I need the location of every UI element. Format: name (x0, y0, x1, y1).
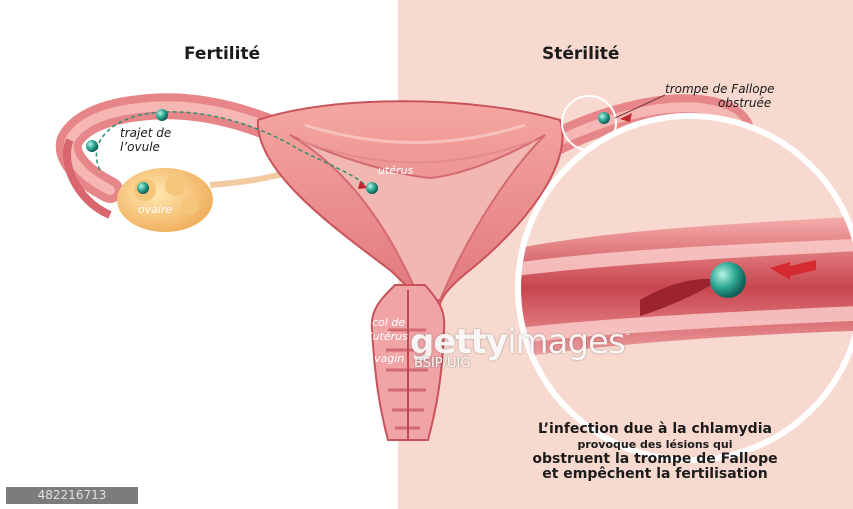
image-id-stamp: 482216713 (6, 487, 138, 504)
photo-credit: BSIP/UIG (414, 356, 470, 371)
label-fallopian-tube-line1: trompe de Fallope (665, 82, 775, 96)
label-vagina: vagin (374, 352, 404, 365)
caption: L’infection due à la chlamydia provoque … (505, 422, 805, 482)
heading-fertility: Fertilité (184, 44, 260, 64)
caption-line-1: L’infection due à la chlamydia (505, 422, 805, 437)
label-ovum-path-line2: l’ovule (120, 140, 160, 154)
label-ovum-path-line1: trajet de (120, 126, 171, 140)
label-cervix-line1: col de (372, 316, 405, 329)
heading-sterility: Stérilité (542, 44, 619, 64)
label-fallopian-tube-line2: obstruée (718, 96, 771, 110)
label-uterus: utérus (378, 164, 413, 177)
caption-line-4: et empêchent la fertilisation (505, 467, 805, 482)
caption-line-2: provoque des lésions qui (505, 437, 805, 452)
left-ovary (117, 168, 300, 232)
label-cervix-line2: l’utérus (366, 330, 408, 343)
caption-line-3: obstruent la trompe de Fallope (505, 452, 805, 467)
label-ovary: ovaire (138, 203, 172, 216)
